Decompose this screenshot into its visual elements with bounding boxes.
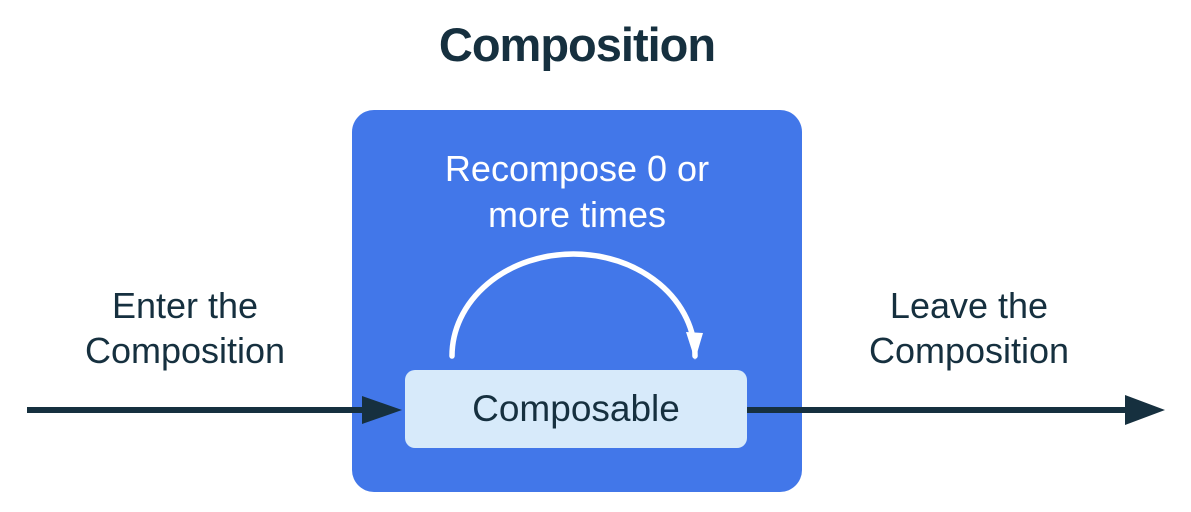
enter-composition-label: Enter the Composition [84,285,286,371]
leave-composition-label: Leave the Composition [868,285,1070,371]
recompose-loop-arrow-icon [449,251,703,360]
enter-arrow-icon [27,396,402,424]
diagram-title: Composition [438,18,716,71]
leave-arrow-icon [747,395,1165,425]
recompose-label: Recompose 0 or more times [444,148,710,235]
composable-box: Composable [405,370,747,448]
composition-container: Recompose 0 or more times Composable [352,110,802,492]
